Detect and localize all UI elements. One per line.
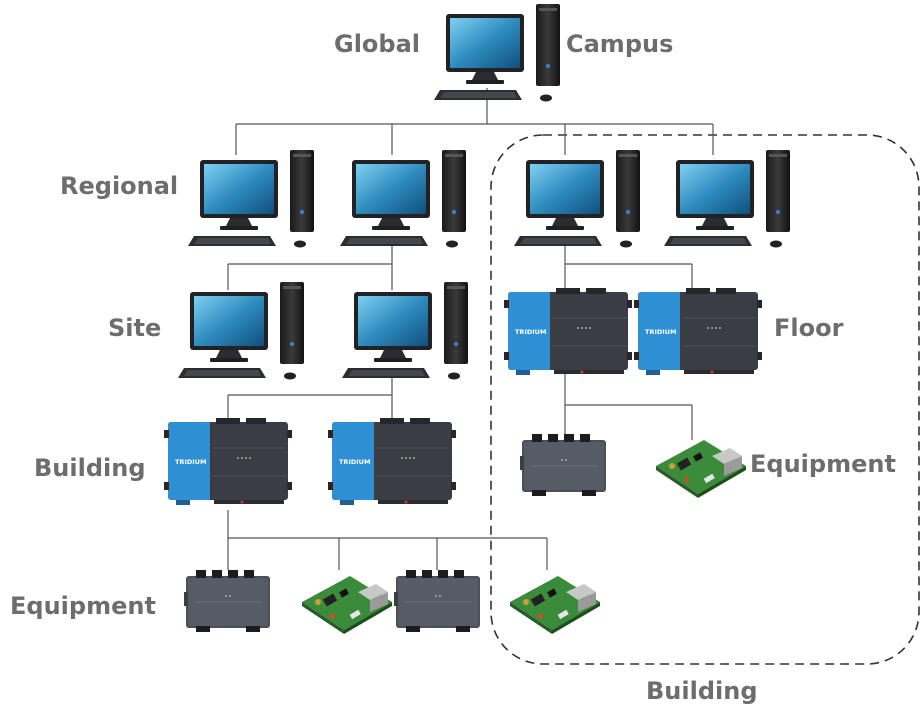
label-floor: Floor bbox=[774, 314, 844, 342]
label-equipment: Equipment bbox=[10, 592, 156, 620]
computer-icon bbox=[434, 4, 560, 102]
circuit-board-icon bbox=[302, 576, 392, 634]
computer-icon bbox=[664, 150, 790, 248]
label-building-region: Building bbox=[646, 677, 758, 705]
controller-icon bbox=[633, 287, 763, 376]
computer-icon bbox=[340, 150, 466, 248]
computer-icon bbox=[342, 282, 468, 380]
controller-icon bbox=[163, 417, 293, 506]
label-site: Site bbox=[108, 314, 162, 342]
building-region-border bbox=[490, 134, 920, 665]
label-building: Building bbox=[34, 454, 146, 482]
computer-icon bbox=[178, 282, 304, 380]
label-global: Global bbox=[334, 30, 421, 58]
io-module-icon bbox=[183, 569, 271, 633]
circuit-board-icon bbox=[510, 576, 600, 634]
circuit-board-icon bbox=[656, 440, 746, 498]
label-regional: Regional bbox=[60, 172, 179, 200]
io-module-icon bbox=[393, 569, 481, 633]
io-module-icon bbox=[519, 433, 607, 497]
label-equipment-right: Equipment bbox=[750, 450, 896, 478]
computer-icon bbox=[188, 150, 314, 248]
controller-icon bbox=[503, 287, 633, 376]
connector-lines bbox=[227, 88, 714, 570]
controller-icon bbox=[327, 417, 457, 506]
computer-icon bbox=[514, 150, 640, 248]
label-campus: Campus bbox=[566, 30, 674, 58]
